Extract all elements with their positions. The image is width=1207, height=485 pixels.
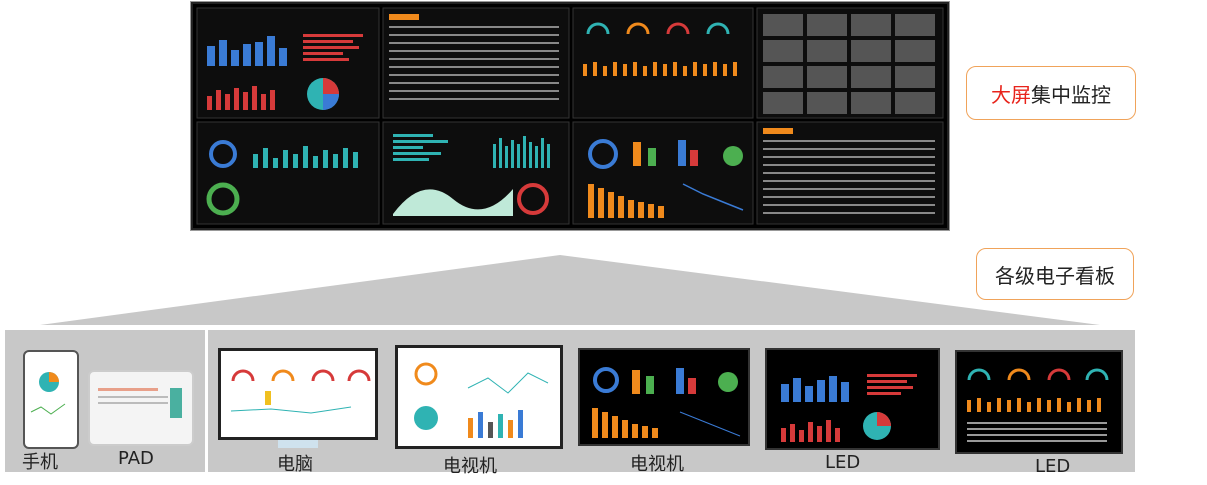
device-label-tv-1: 电视机 bbox=[443, 456, 497, 477]
pad-device bbox=[88, 370, 194, 446]
stand-trapezoid bbox=[40, 255, 1100, 325]
computer-screen-graphic bbox=[230, 369, 371, 414]
tv-device-1 bbox=[395, 345, 563, 449]
dashboard-mock-graphic bbox=[196, 7, 944, 225]
callout-highlight-text: 大屏 bbox=[991, 82, 1031, 107]
callout-dashboards: 各级电子看板 bbox=[976, 248, 1134, 300]
device-label-tv-2: 电视机 bbox=[630, 454, 684, 475]
pad-screen-graphic bbox=[98, 388, 182, 418]
device-label-computer: 电脑 bbox=[277, 454, 313, 475]
computer-device bbox=[218, 348, 378, 440]
big-screen-dashboard bbox=[191, 2, 949, 230]
tv2-screen-graphic bbox=[592, 367, 741, 438]
led-device-2 bbox=[955, 350, 1123, 454]
tv1-screen-graphic bbox=[414, 362, 549, 438]
device-label-led-1: LED bbox=[825, 452, 861, 473]
computer-stand bbox=[278, 440, 318, 448]
phone-device bbox=[23, 350, 79, 449]
device-label-phone: 手机 bbox=[22, 452, 58, 473]
led-device-1 bbox=[765, 348, 940, 450]
callout-big-screen: 大屏 集中监控 bbox=[966, 66, 1136, 120]
callout-bottom-text: 各级电子看板 bbox=[995, 263, 1115, 288]
device-label-pad: PAD bbox=[118, 448, 154, 469]
device-label-led-2: LED bbox=[1035, 456, 1071, 477]
tv-device-2 bbox=[578, 348, 750, 446]
led2-screen-graphic bbox=[967, 368, 1109, 442]
callout-rest-text: 集中监控 bbox=[1031, 82, 1111, 107]
phone-screen-graphic bbox=[30, 372, 66, 415]
led1-screen-graphic bbox=[781, 374, 917, 442]
stand-divider bbox=[205, 330, 208, 472]
